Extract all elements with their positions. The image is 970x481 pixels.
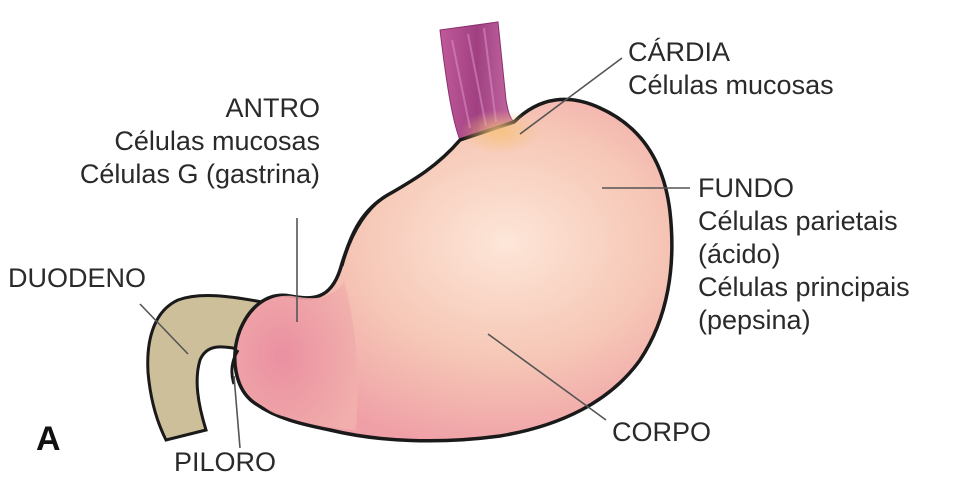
antro-line-1: Células mucosas xyxy=(80,125,320,158)
cardia-label: CÁRDIA Células mucosas xyxy=(628,36,834,102)
antro-label: ANTRO Células mucosas Células G (gastrin… xyxy=(80,92,320,191)
fundo-label: FUNDO Células parietais (ácido) Células … xyxy=(698,172,910,337)
fundo-line-4: (pepsina) xyxy=(698,304,910,337)
cardia-title: CÁRDIA xyxy=(628,36,834,69)
panel-letter: A xyxy=(36,420,61,459)
fundo-title: FUNDO xyxy=(698,172,910,205)
fundo-line-3: Células principais xyxy=(698,271,910,304)
antro-title: ANTRO xyxy=(80,92,320,125)
cardia-region xyxy=(460,110,540,154)
antro-line-2: Células G (gastrina) xyxy=(80,158,320,191)
fundo-line-2: (ácido) xyxy=(698,238,910,271)
piloro-label: PILORO xyxy=(174,446,276,479)
piloro-title: PILORO xyxy=(174,446,276,479)
duodeno-label: DUODENO xyxy=(8,262,146,295)
corpo-label: CORPO xyxy=(612,416,711,449)
duodeno-title: DUODENO xyxy=(8,262,146,295)
fundo-line-1: Células parietais xyxy=(698,205,910,238)
cardia-line-1: Células mucosas xyxy=(628,69,834,102)
corpo-title: CORPO xyxy=(612,416,711,449)
